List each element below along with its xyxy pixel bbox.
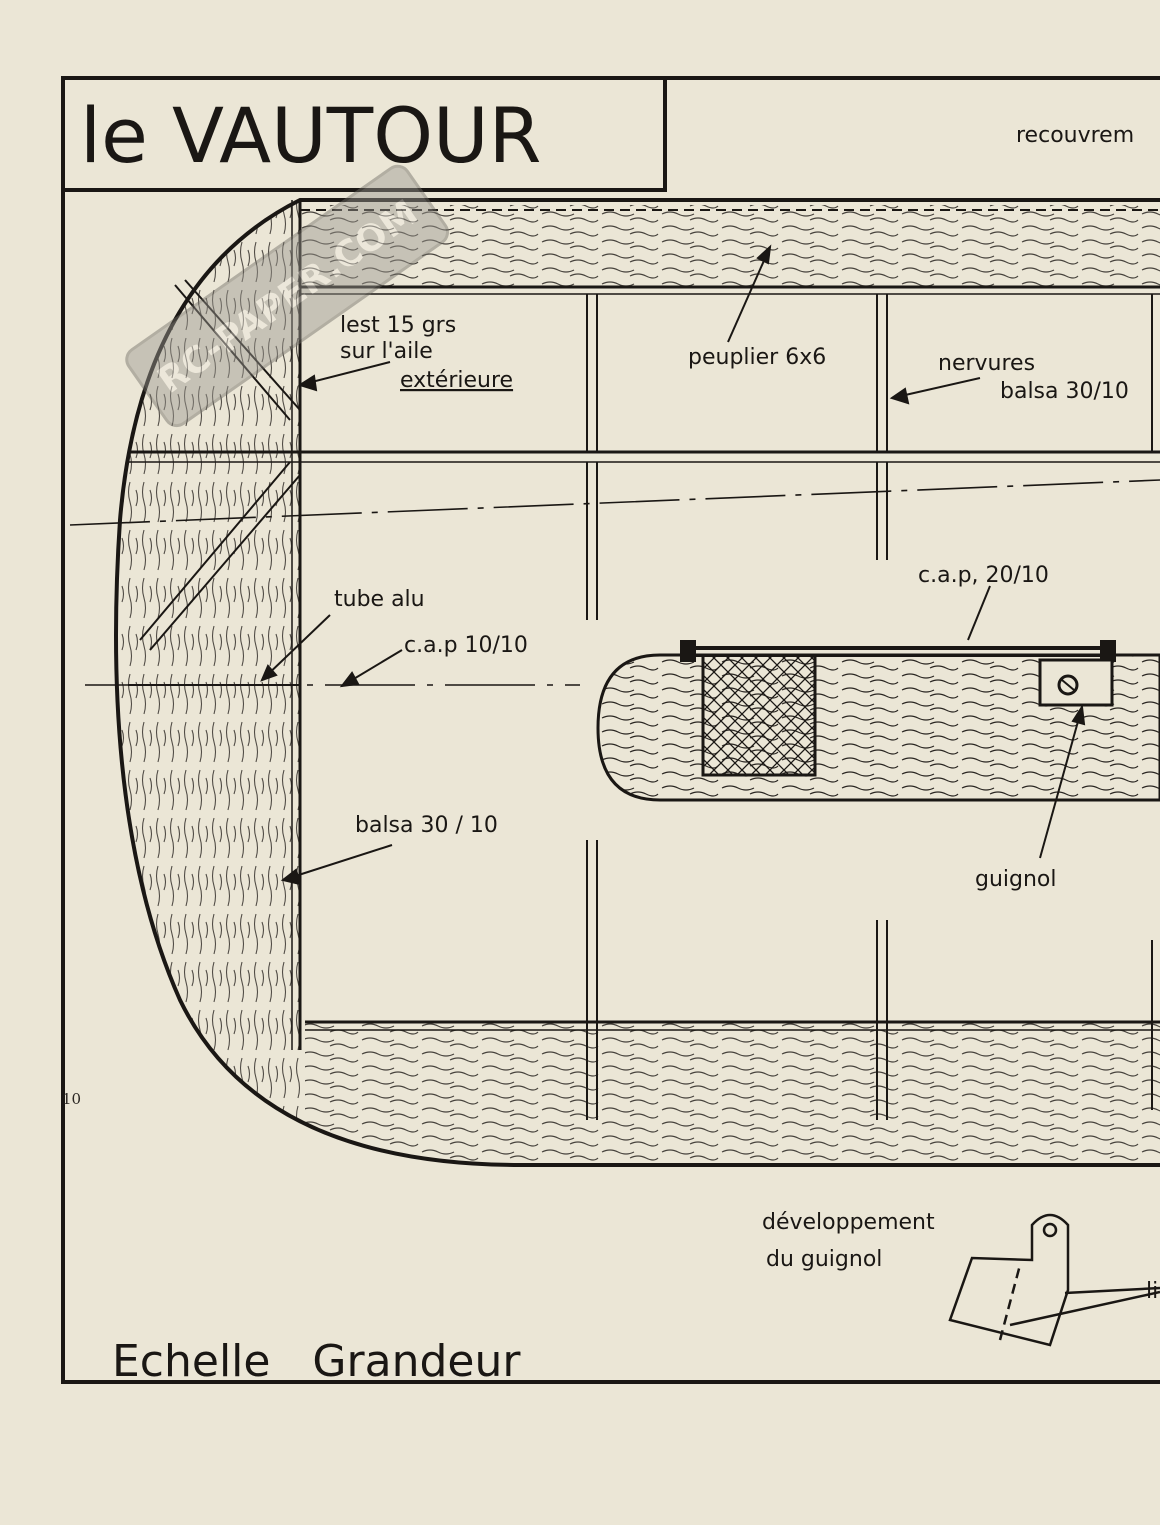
label-developpement-1: développement <box>762 1210 935 1235</box>
title-box <box>61 76 667 192</box>
page-title: le VAUTOUR <box>80 91 541 180</box>
label-guignol: guignol <box>975 867 1057 892</box>
label-peuplier: peuplier 6x6 <box>688 345 826 370</box>
label-lest-2: sur l'aile <box>340 339 433 364</box>
label-lest-1: lest 15 grs <box>340 313 456 338</box>
wing-outline <box>114 198 1160 1167</box>
label-li: li <box>1146 1279 1158 1304</box>
page-number: 10 <box>62 1090 82 1108</box>
label-recouvrement: recouvrem <box>1016 123 1134 148</box>
label-cap-20: c.a.p, 20/10 <box>918 563 1049 588</box>
guignol-development-sketch <box>948 1213 1160 1347</box>
label-tube-alu: tube alu <box>334 587 425 612</box>
label-balsa-30: balsa 30 / 10 <box>355 813 498 838</box>
label-nervures-2: balsa 30/10 <box>1000 379 1129 404</box>
label-developpement-2: du guignol <box>766 1247 882 1272</box>
bellcrank-assembly <box>596 640 1160 802</box>
scale-label: Echelle Grandeur <box>112 1336 521 1387</box>
leading-edge-wood <box>300 205 1160 287</box>
trailing-edge-wood <box>305 1022 1160 1162</box>
label-lest-3: extérieure <box>400 368 513 393</box>
label-nervures-1: nervures <box>938 351 1035 376</box>
label-cap-10: c.a.p 10/10 <box>404 633 528 658</box>
